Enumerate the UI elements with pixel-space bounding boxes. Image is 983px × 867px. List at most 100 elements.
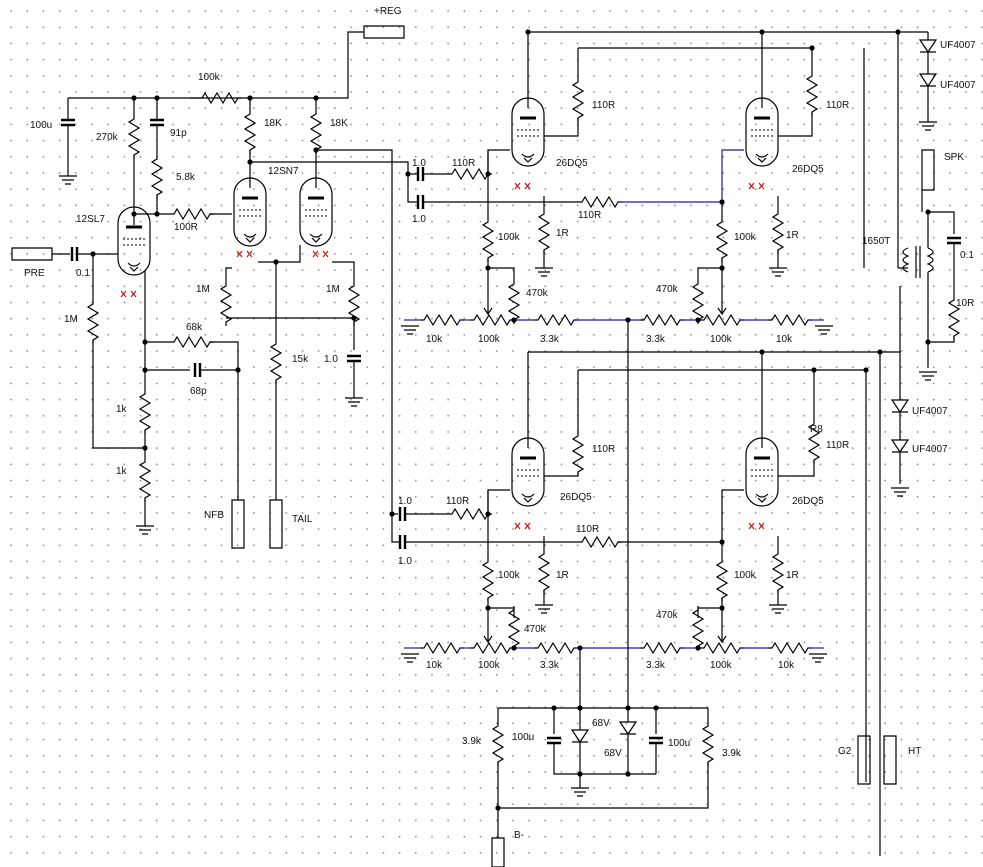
pot-t2-label: 100k [710,334,733,345]
r-110r-bp2-label: 110R [826,440,849,451]
diode-2-label: UF4007 [940,80,976,91]
r-110r-tg-label: 110R [452,158,475,169]
r-100k-t2-label: 100k [734,232,757,243]
c-100u-a-label: 100u [512,732,534,743]
spk-label: SPK [944,152,964,163]
r-18k-a-label: 18K [264,118,282,129]
pre-port [11,247,53,261]
r-3-9k-a-label: 3.9k [462,736,482,747]
bminus-port [491,837,505,867]
r-100r-label: 100R [174,222,198,233]
r-100k-t1-label: 100k [498,232,521,243]
r-100k-b1-label: 100k [498,570,521,581]
r-5-8k-label: 5.8k [176,172,196,183]
transformer-label: 1650T [862,236,890,247]
tube-br-label: 26DQ5 [792,496,824,507]
ht-port [883,735,897,785]
c-68p-label: 68p [190,386,207,397]
c-0-1-spk-label: 0.1 [960,250,974,261]
tube-driver-label: 12SN7 [268,166,299,177]
r-1k-b-label: 1k [116,466,128,477]
r-3-3k-t2-label: 3.3k [646,334,666,345]
c-1-0-b1-label: 1.0 [398,496,412,507]
c-91p-label: 91p [170,128,187,139]
pot-b2-label: 100k [710,660,733,671]
r-1m-in-label: 1M [64,314,78,325]
diode-1-label: UF4007 [940,40,976,51]
r-3-3k-t1-label: 3.3k [540,334,560,345]
tube-bl-label: 26DQ5 [560,492,592,503]
r8-label: R8 [810,424,823,435]
reg-label: +REG [374,6,402,17]
diode-3-label: UF4007 [912,406,948,417]
spk-port [921,149,935,191]
ht-label: HT [908,746,921,757]
bias-supply [492,648,714,838]
c-100u-b-label: 100u [668,738,690,749]
r-1r-t1-label: 1R [556,228,569,239]
r-110r-bg-label: 110R [446,496,469,507]
r-1r-t2-label: 1R [786,230,799,241]
r-470k-t2-label: 470k [656,284,679,295]
zener-1-label: 68V [592,718,610,729]
labels: +REG PRE NFB TAIL G2 HT B- SPK 12SL7 12S… [24,6,976,841]
r-100k-top-label: 100k [198,72,221,83]
g2-label: G2 [838,746,852,757]
nfb-label: NFB [204,510,224,521]
r-110r-bp1-label: 110R [592,444,615,455]
r-3-9k-b-label: 3.9k [722,748,742,759]
pot-b1-label: 100k [478,660,501,671]
c-1-0-tail-label: 1.0 [324,354,338,365]
r-110r-tp1-label: 110R [592,100,615,111]
driver-stage [220,95,409,500]
r-1m-b-label: 1M [326,284,340,295]
r-10k-b1-label: 10k [426,660,443,671]
r-10r-label: 10R [956,298,974,309]
r-10k-t2-label: 10k [776,334,793,345]
c-1-0-b2-label: 1.0 [398,556,412,567]
r-18k-b-label: 18K [330,118,348,129]
bminus-label: B- [514,830,524,841]
r-1k-a-label: 1k [116,404,128,415]
c-1-0-t2-label: 1.0 [412,214,426,225]
zener-2-label: 68V [604,748,622,759]
tail-port [269,499,283,549]
r-110r-tg2-label: 110R [578,210,601,221]
r-470k-b2-label: 470k [656,610,679,621]
r-270k-label: 270k [96,132,119,143]
r-1r-b1-label: 1R [556,570,569,581]
r-15k-label: 15k [292,354,309,365]
tube-tl-label: 26DQ5 [556,158,588,169]
input-stage [52,31,364,535]
r-68k-label: 68k [186,322,203,333]
c-1-0-t1-label: 1.0 [412,158,426,169]
pre-label: PRE [24,268,45,279]
r-10k-b2-label: 10k [778,660,795,671]
r-110r-tp2-label: 110R [826,100,849,111]
r-1m-a-label: 1M [196,284,210,295]
reg-port [363,25,405,39]
output-transformer [863,29,963,497]
ports [11,25,935,867]
r-1r-b2-label: 1R [786,570,799,581]
r-10k-t1-label: 10k [426,334,443,345]
tube-input-label: 12SL7 [76,214,105,225]
c-100u-top-label: 100u [30,120,52,131]
r-100k-b2-label: 100k [734,570,757,581]
g2-port [857,735,871,785]
r-470k-b1-label: 470k [524,624,547,635]
diode-4-label: UF4007 [912,444,948,455]
pot-t1-label: 100k [478,334,501,345]
c-in-label: 0.1 [76,268,90,279]
tube-tr-label: 26DQ5 [792,164,824,175]
r-3-3k-b1-label: 3.3k [540,660,560,671]
tail-label: TAIL [292,514,313,525]
r-110r-bg2-label: 110R [576,524,599,535]
r-3-3k-b2-label: 3.3k [646,660,666,671]
output-stage-bottom [389,320,883,856]
nfb-port [231,499,245,549]
output-stage-top [400,29,898,335]
r-470k-t1-label: 470k [526,288,549,299]
